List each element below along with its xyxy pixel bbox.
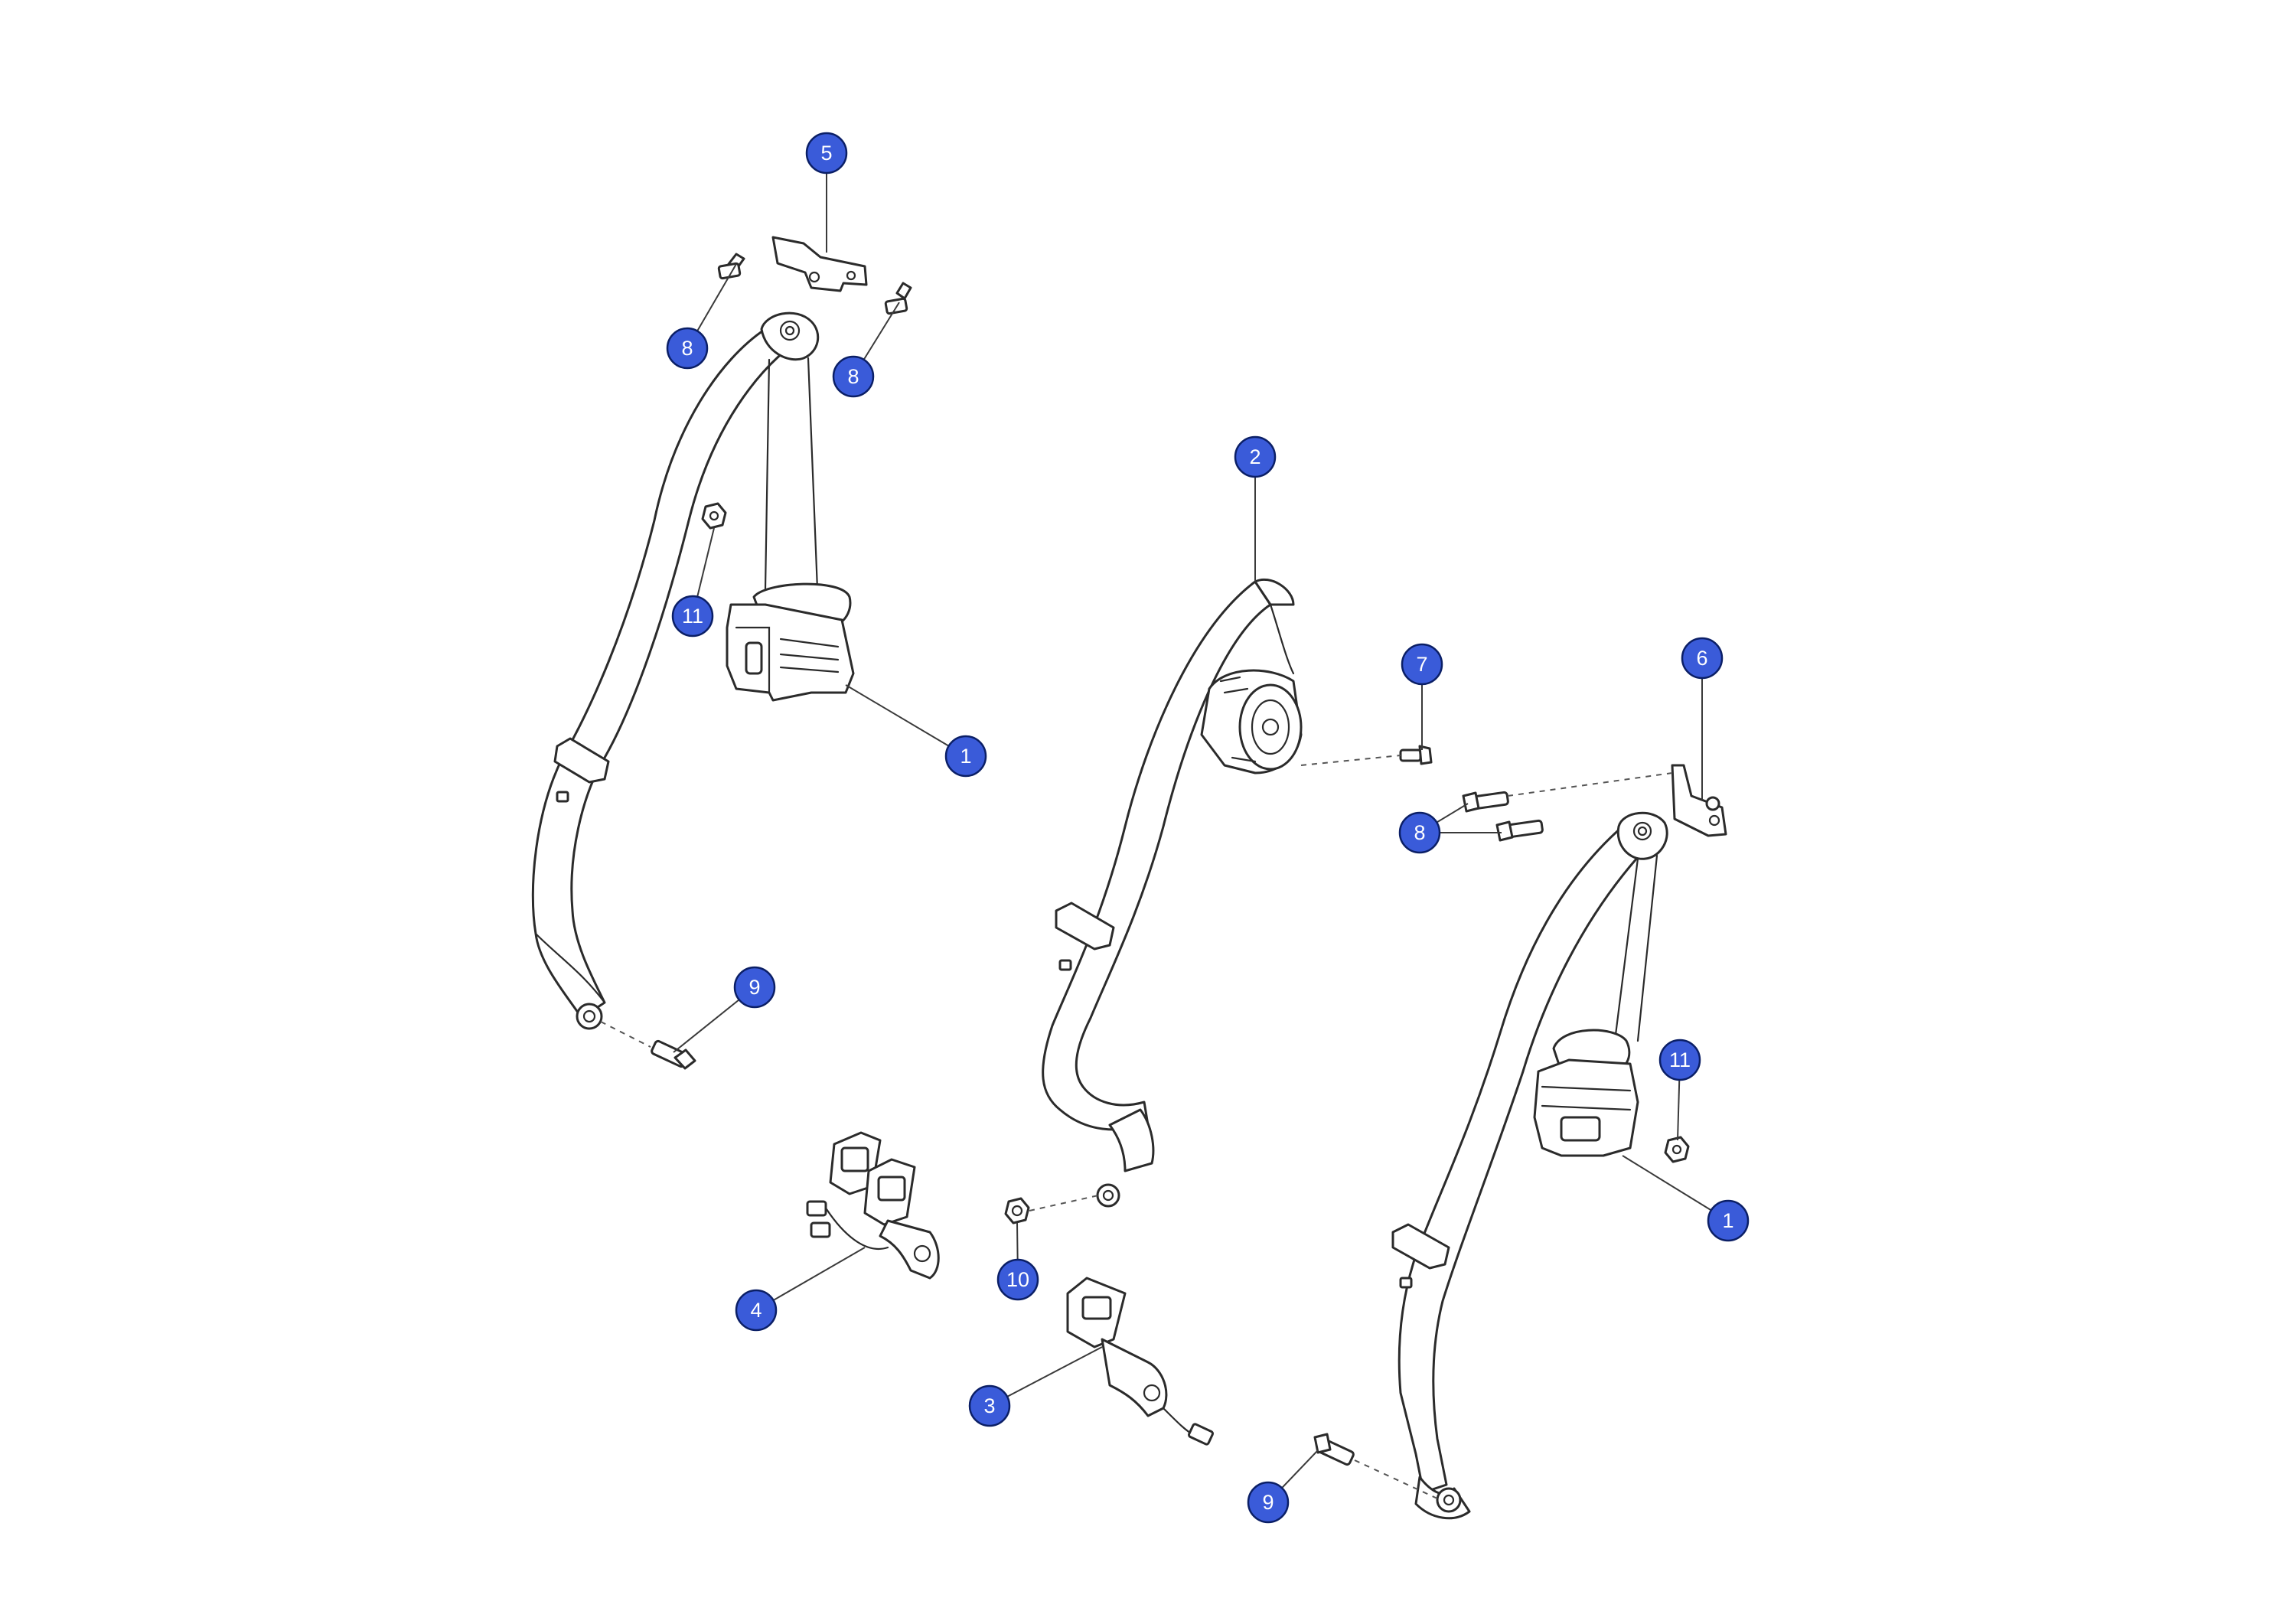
callout-label: 5: [820, 142, 832, 165]
single-buckle-part: [1066, 1277, 1215, 1446]
callout-7: 7: [1401, 643, 1443, 686]
bolt-part: [717, 253, 745, 280]
callout-circle: [968, 1384, 1011, 1427]
leader-lines: [673, 153, 1729, 1503]
callout-label: 1: [960, 745, 971, 768]
callout-label: 7: [1416, 653, 1427, 676]
callout-label: 9: [748, 976, 760, 999]
callout-11: 11: [671, 595, 714, 638]
nut-part: [701, 502, 727, 530]
callout-9: 9: [733, 966, 776, 1009]
bolt-part: [1495, 819, 1544, 842]
bolt-part: [1462, 791, 1509, 813]
guide-bracket-part: [771, 236, 868, 292]
bracket-part: [1671, 764, 1727, 837]
callout-10: 10: [996, 1258, 1039, 1301]
double-buckle-assembly: [806, 1131, 940, 1280]
callout-circle: [1658, 1039, 1701, 1081]
retractor-part: [1533, 1029, 1639, 1157]
callout-3: 3: [968, 1384, 1011, 1427]
center-retractor-part: [1200, 669, 1303, 774]
callout-circle: [1234, 435, 1277, 478]
callout-circle: [1681, 637, 1724, 680]
bolt-part: [1313, 1433, 1355, 1466]
callout-1: 1: [1707, 1199, 1750, 1242]
callout-label: 8: [681, 337, 693, 360]
callout-8: 8: [832, 355, 875, 398]
callout-circle: [733, 966, 776, 1009]
callout-1: 1: [944, 735, 987, 778]
pillar-loop-part: [760, 311, 820, 591]
nut-part: [1664, 1136, 1690, 1163]
callout-label: 6: [1696, 647, 1707, 670]
callout-label: 11: [1669, 1048, 1691, 1071]
callout-circle: [1401, 643, 1443, 686]
bolt-part: [884, 282, 912, 315]
right-seat-belt-assembly: [1313, 764, 1727, 1520]
callout-circle: [735, 1289, 778, 1332]
left-belt-webbing: [531, 328, 805, 1030]
callout-label: 10: [1006, 1268, 1029, 1291]
callout-circle: [832, 355, 875, 398]
callout-5: 5: [805, 132, 848, 174]
callout-8: 8: [666, 327, 709, 370]
callout-label: 1: [1722, 1209, 1733, 1232]
bolt-part: [651, 1039, 696, 1070]
right-belt-webbing: [1391, 825, 1639, 1520]
callout-6: 6: [1681, 637, 1724, 680]
callout-8: 8: [1398, 811, 1441, 854]
callout-label: 9: [1262, 1491, 1274, 1514]
left-seat-belt-assembly: [531, 236, 912, 1070]
callouts: 5 8 8 11 1 9 2 7: [666, 132, 1750, 1524]
callout-circle: [944, 735, 987, 778]
center-seat-belt-assembly: [1004, 578, 1433, 1446]
callout-circle: [1707, 1199, 1750, 1242]
callout-2: 2: [1234, 435, 1277, 478]
callout-circle: [666, 327, 709, 370]
callout-circle: [996, 1258, 1039, 1301]
callout-circle: [1398, 811, 1441, 854]
callout-label: 8: [847, 365, 859, 388]
callout-circle: [1247, 1481, 1290, 1524]
bolt-part: [1399, 745, 1433, 765]
callout-11: 11: [1658, 1039, 1701, 1081]
callout-label: 3: [983, 1394, 995, 1417]
callout-4: 4: [735, 1289, 778, 1332]
callout-label: 8: [1414, 821, 1425, 844]
center-belt-webbing: [1042, 578, 1295, 1208]
callout-9: 9: [1247, 1481, 1290, 1524]
callout-label: 2: [1249, 445, 1261, 468]
callout-circle: [671, 595, 714, 638]
retractor-part: [726, 582, 855, 702]
pillar-loop-part: [1613, 811, 1668, 1042]
callout-label: 11: [682, 605, 703, 628]
callout-label: 4: [750, 1299, 762, 1322]
callout-circle: [805, 132, 848, 174]
nut-part: [1004, 1197, 1030, 1225]
